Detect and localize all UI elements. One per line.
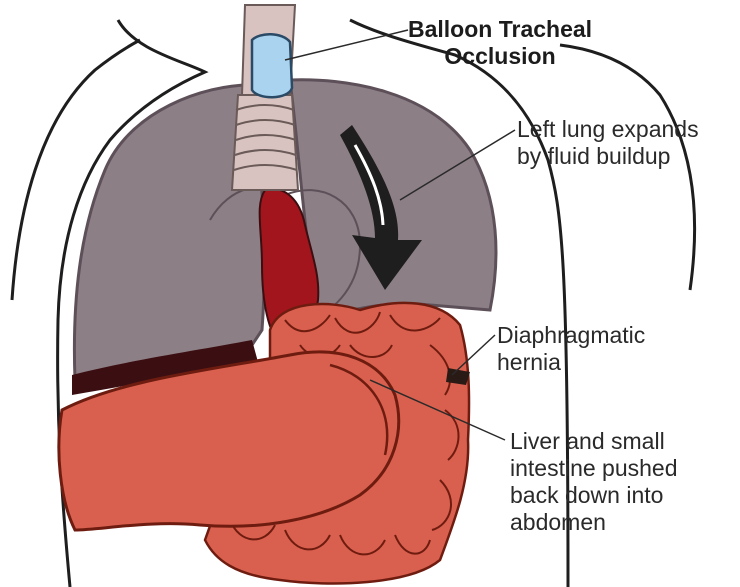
trachea — [232, 95, 298, 190]
left-lung-label: Left lung expands by fluid buildup — [517, 116, 699, 170]
diaphragmatic-hernia-label: Diaphragmatic hernia — [497, 322, 645, 376]
tracheal-balloon — [252, 34, 292, 97]
balloon-occlusion-label: Balloon Tracheal Occlusion — [408, 16, 592, 70]
left-lung — [290, 80, 496, 320]
liver-intestine-label: Liver and small intestine pushed back do… — [510, 428, 678, 536]
